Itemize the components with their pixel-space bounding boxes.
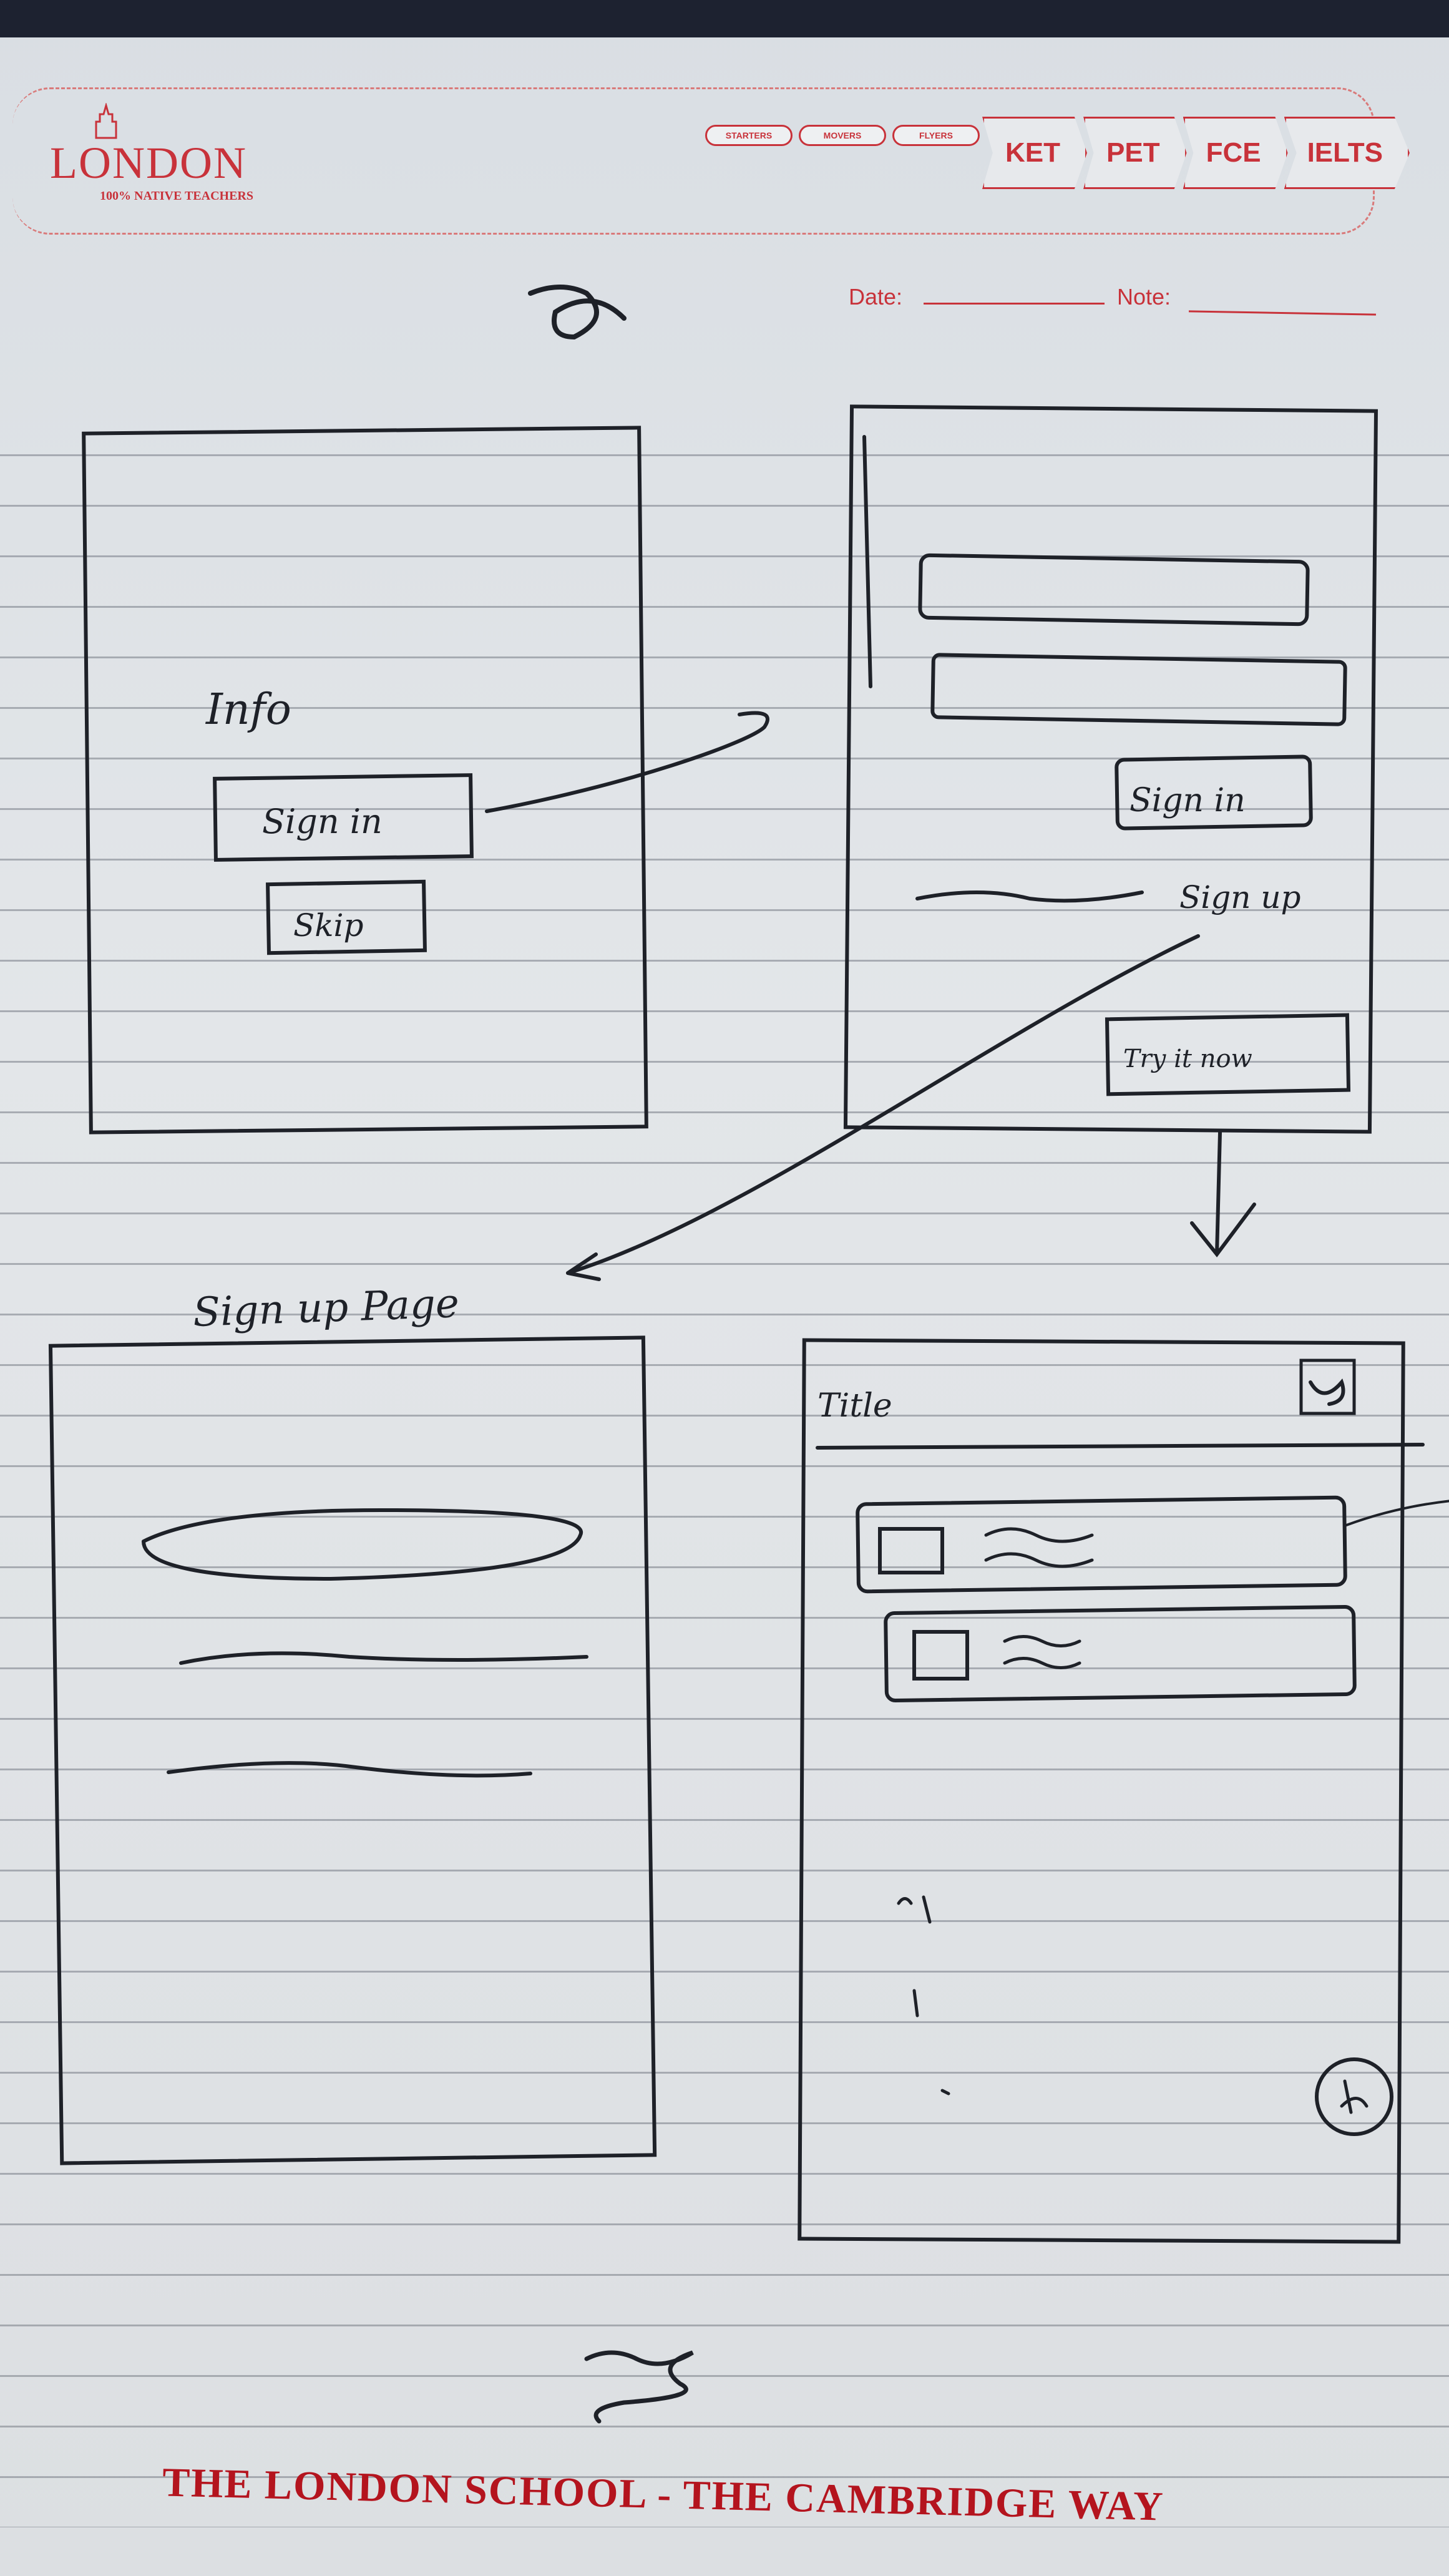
level-badges: STARTERS MOVERS FLYERS KET PET FCE IELTS xyxy=(705,109,1410,197)
note-label: Note: xyxy=(1117,284,1171,310)
screen2-signup-link: Sign up xyxy=(1179,879,1301,915)
top-shadow xyxy=(0,0,1449,37)
level-fce: FCE xyxy=(1183,117,1288,189)
level-pet: PET xyxy=(1083,117,1187,189)
screen1-skip-label: Skip xyxy=(293,907,364,944)
level-movers: MOVERS xyxy=(799,125,886,181)
screen4-title: Title xyxy=(817,1387,892,1425)
london-logo: LONDON 100% NATIVE TEACHERS xyxy=(50,103,253,203)
level-starters: STARTERS xyxy=(705,125,793,181)
screen1-title: Info xyxy=(205,685,291,734)
screen2-cta-label: Try it now xyxy=(1123,1045,1252,1073)
tower-icon xyxy=(95,103,117,139)
screen2-signin-label: Sign in xyxy=(1129,782,1246,819)
screen3-heading: Sign up Page xyxy=(192,1281,460,1336)
screen1-signin-label: Sign in xyxy=(262,802,383,841)
level-ielts: IELTS xyxy=(1284,117,1410,189)
logo-tagline: 100% NATIVE TEACHERS xyxy=(100,189,253,203)
date-line xyxy=(924,303,1105,305)
logo-word: LONDON xyxy=(50,138,247,188)
date-label: Date: xyxy=(849,284,903,310)
level-flyers: FLYERS xyxy=(892,125,980,181)
